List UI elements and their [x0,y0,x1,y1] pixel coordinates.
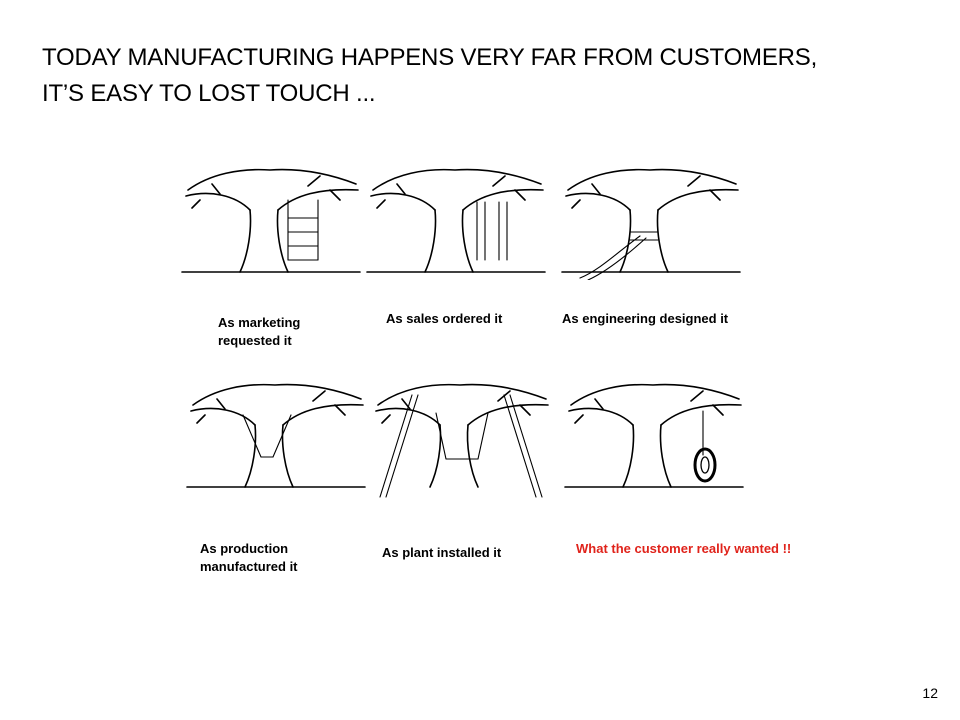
caption-engineering: As engineering designed it [562,310,728,328]
title-line-2: IT’S EASY TO LOST TOUCH ... [42,80,376,107]
caption-line: What the customer really wanted !! [576,541,792,556]
caption-production: As production manufactured it [200,540,298,576]
caption-plant: As plant installed it [382,544,501,562]
tree-drawing [181,168,361,273]
caption-marketing: As marketing requested it [218,314,300,350]
caption-customer: What the customer really wanted !! [576,540,791,558]
illustration-customer [563,375,748,495]
illustration-plant [370,375,555,505]
caption-line: requested it [218,333,292,348]
title-line-1: TODAY MANUFACTURING HAPPENS VERY FAR FRO… [42,44,818,71]
slide-title: TODAY MANUFACTURING HAPPENS VERY FAR FRO… [42,40,942,112]
swing-ladder [287,199,319,261]
illustration-marketing [180,160,365,280]
page-number: 12 [922,685,938,701]
illustration-sales [365,160,550,280]
caption-sales: As sales ordered it [386,310,502,328]
caption-line: As engineering designed it [562,311,729,326]
caption-line: As plant installed it [382,545,502,560]
caption-line: manufactured it [200,559,298,574]
caption-line: As marketing [218,315,301,330]
illustration-production [185,375,370,495]
tire-swing [693,410,717,483]
illustration-engineering [560,160,745,280]
caption-line: As sales ordered it [386,311,503,326]
caption-line: As production [200,541,289,556]
